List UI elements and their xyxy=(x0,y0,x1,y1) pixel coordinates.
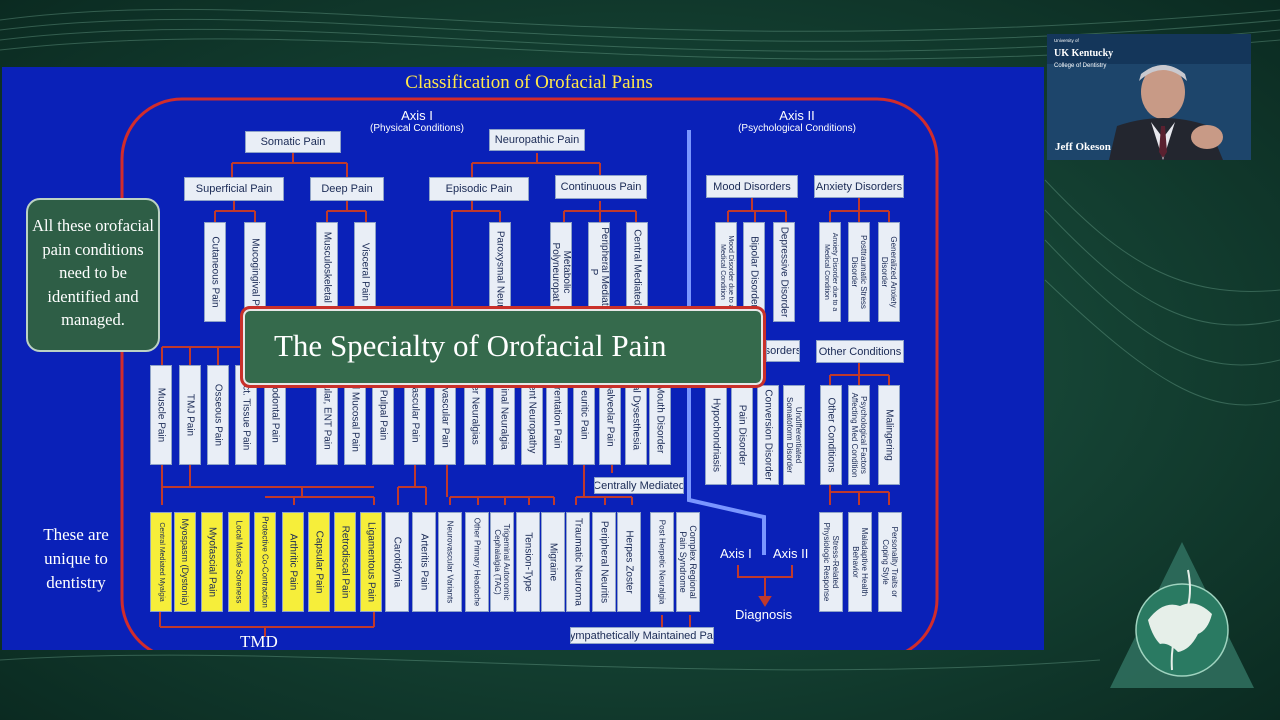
axis2-header: Axis II (Psychological Conditions) xyxy=(722,109,872,135)
box-tmj: TMJ Pain xyxy=(179,365,201,465)
unique-note: These are unique to dentistry xyxy=(43,525,109,592)
diagnosis-axis2: Axis II xyxy=(773,546,809,561)
box-crps: Complex Regional Pain Syndrome xyxy=(676,512,700,612)
box-sympathetically: Sympathetically Maintained Pain xyxy=(570,627,714,644)
box-migraine: Migraine xyxy=(541,512,565,612)
box-tension: Tension-Type xyxy=(516,512,540,612)
box-somatic: Somatic Pain xyxy=(245,131,341,153)
box-hypochondriasis: Hypochondriasis xyxy=(705,385,727,485)
box-stress-related: Stress-Related Physiologic Response xyxy=(819,512,843,612)
box-muscle: Muscle Pain xyxy=(150,365,172,465)
slide-title: Classification of Orofacial Pains xyxy=(405,72,653,93)
speaker-name: Jeff Okeson xyxy=(1055,141,1111,153)
axis2-subtitle: (Psychological Conditions) xyxy=(738,123,856,134)
box-anxiety-medical: Anxiety Disorder due to a Medical Condit… xyxy=(819,222,841,322)
box-other-conditions: Other Conditions xyxy=(816,340,904,363)
box-mood: Mood Disorders xyxy=(706,175,798,198)
box-maladaptive: Maladaptive Health Behavior xyxy=(848,512,872,612)
box-osseous: Osseous Pain xyxy=(207,365,229,465)
box-episodic: Episodic Pain xyxy=(429,177,529,201)
tmd-label: TMD xyxy=(240,632,278,650)
box-tac: Trigeminal Autonomic Cephalalgia (TAC) xyxy=(490,512,514,612)
diagnosis-label: Diagnosis xyxy=(735,607,793,622)
side-note-text: All these orofacial pain conditions need… xyxy=(32,216,154,329)
organization-logo-icon xyxy=(1110,542,1254,688)
logo-kentucky: UK Kentucky xyxy=(1054,48,1114,59)
box-myospasm: Myospasm (Dystonia) xyxy=(174,512,196,612)
diagnosis-axis1: Axis I xyxy=(720,546,752,561)
box-local-soreness: Local Muscle Soreness xyxy=(228,512,250,612)
box-ptsd: Posttraumatic Stress Disorder xyxy=(848,222,870,322)
speaker-face xyxy=(1141,65,1185,119)
box-conversion: Conversion Disorder xyxy=(757,385,779,485)
box-central-myalgia: Central Mediated Myalgia xyxy=(150,512,172,612)
box-co-contraction: Protective Co-Contraction xyxy=(254,512,276,612)
axis2-title: Axis II xyxy=(779,108,815,123)
box-centrally-mediated: Centrally Mediated xyxy=(594,477,684,494)
box-deep: Deep Pain xyxy=(310,177,384,201)
box-pain-disorder: Pain Disorder xyxy=(731,385,753,485)
box-superficial: Superficial Pain xyxy=(184,177,284,201)
box-capsular: Capsular Pain xyxy=(308,512,330,612)
axis1-header: Axis I (Physical Conditions) xyxy=(352,109,482,135)
connector-lines xyxy=(159,153,890,637)
diagram-frame xyxy=(120,97,939,650)
box-arteritis: Arteritis Pain xyxy=(412,512,436,612)
box-cutaneous: Cutaneous Pain xyxy=(204,222,226,322)
box-neuropathic: Neuropathic Pain xyxy=(489,129,585,151)
box-herpes: Herpes Zoster xyxy=(617,512,641,612)
box-depressive: Depressive Disorder xyxy=(773,222,795,322)
box-gad: Generalized Anxiety Disorder xyxy=(878,222,900,322)
box-psych-factors: Psychological Factors Affecting Med Cond… xyxy=(848,385,870,485)
box-traumatic-neuroma: Traumatic Neuroma xyxy=(566,512,590,612)
box-anxiety: Anxiety Disorders xyxy=(814,175,904,198)
box-personality: Personality Traits or Coping Style xyxy=(878,512,902,612)
university-logo: University of UK Kentucky College of Den… xyxy=(1054,38,1113,69)
speaker-video-frame xyxy=(1047,34,1251,160)
box-other-conditions-v: Other Conditions xyxy=(820,385,842,485)
box-continuous: Continuous Pain xyxy=(555,175,647,199)
axis1-title: Axis I xyxy=(401,108,433,123)
box-neurovascular-variants: Neurovascular Variants xyxy=(438,512,462,612)
box-somatoform-partial: sorders xyxy=(766,340,800,362)
box-malingering: Malingering xyxy=(878,385,900,485)
logo-university: University of xyxy=(1054,38,1079,43)
logo-college: College of Dentistry xyxy=(1054,63,1107,69)
box-carotidynia: Carotidynia xyxy=(385,512,409,612)
box-other-headache: Other Primary Headache xyxy=(465,512,489,612)
box-arthritic: Arthritic Pain xyxy=(282,512,304,612)
box-undifferentiated: Undifferentiated Somatoform Disorder xyxy=(783,385,805,485)
banner-text: The Specialty of Orofacial Pain xyxy=(274,328,667,363)
axis1-subtitle: (Physical Conditions) xyxy=(370,123,464,134)
box-myofascial: Myofascial Pain xyxy=(201,512,223,612)
box-ligamentous: Ligamentous Pain xyxy=(360,512,382,612)
speaker-video: University of UK Kentucky College of Den… xyxy=(1047,34,1251,160)
side-note-box: All these orofacial pain conditions need… xyxy=(26,198,160,352)
presentation-slide: Classification of Orofacial Pains Axis I… xyxy=(2,67,1044,650)
box-post-herpetic: Post Herpetic Neuralgia xyxy=(650,512,674,612)
box-peripheral-neuritis: Peripheral Neuritis xyxy=(592,512,616,612)
box-retrodiscal: Retrodiscal Pain xyxy=(334,512,356,612)
specialty-banner: The Specialty of Orofacial Pain xyxy=(240,306,766,388)
